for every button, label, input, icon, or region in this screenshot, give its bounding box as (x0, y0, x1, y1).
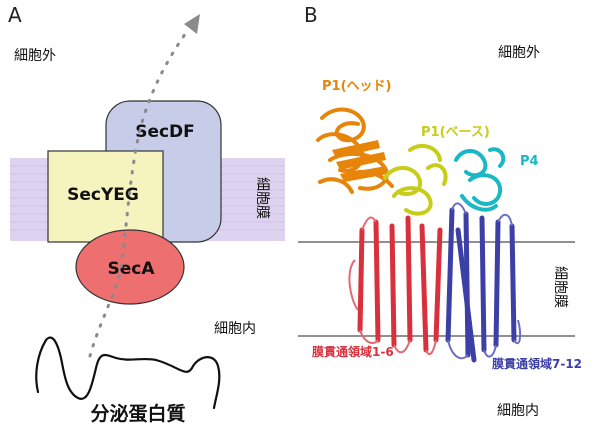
p1-head-strands (332, 140, 388, 182)
panel-a: A 細胞外 SecDF SecYEG SecA 細胞膜 細胞内 (8, 3, 285, 425)
panel-a-inside-label: 細胞内 (214, 321, 256, 337)
tm-1-6-loops (348, 216, 437, 356)
panel-b: B 細胞外 細胞膜 (298, 3, 582, 419)
p1-base-label: P1(ベース) (421, 125, 490, 140)
protein-chain (35, 336, 221, 410)
p1-head-label: P1(ヘッド) (322, 79, 391, 94)
tm-1-6-domain (357, 215, 443, 353)
protein-label: 分泌蛋白質 (90, 402, 185, 425)
secdf-label: SecDF (135, 122, 195, 142)
secretion-arrowhead (184, 14, 200, 34)
p4-label: P4 (520, 154, 539, 169)
panel-b-letter: B (304, 3, 318, 27)
panel-b-inside-label: 細胞内 (497, 403, 539, 419)
panel-a-letter: A (8, 3, 22, 27)
tm-1-6-label: 膜貫通領域1-6 (312, 344, 394, 359)
tm-7-12-loops (447, 202, 522, 360)
p4-domain (454, 147, 506, 212)
tm-7-12-label: 膜貫通領域7-12 (492, 356, 582, 371)
secretion-path (88, 28, 190, 358)
panel-b-outside-label: 細胞外 (498, 45, 540, 61)
secyeg-label: SecYEG (67, 185, 139, 205)
panel-a-outside-label: 細胞外 (14, 48, 56, 64)
panel-b-membrane-label: 細胞膜 (552, 266, 568, 308)
seca-shape (75, 229, 185, 305)
tm-7-12-domain (445, 207, 517, 363)
secyeg-shape (47, 150, 164, 243)
p1-base-domain (383, 143, 448, 216)
panel-a-membrane-label: 細胞膜 (254, 177, 270, 219)
seca-label: SecA (107, 259, 155, 279)
